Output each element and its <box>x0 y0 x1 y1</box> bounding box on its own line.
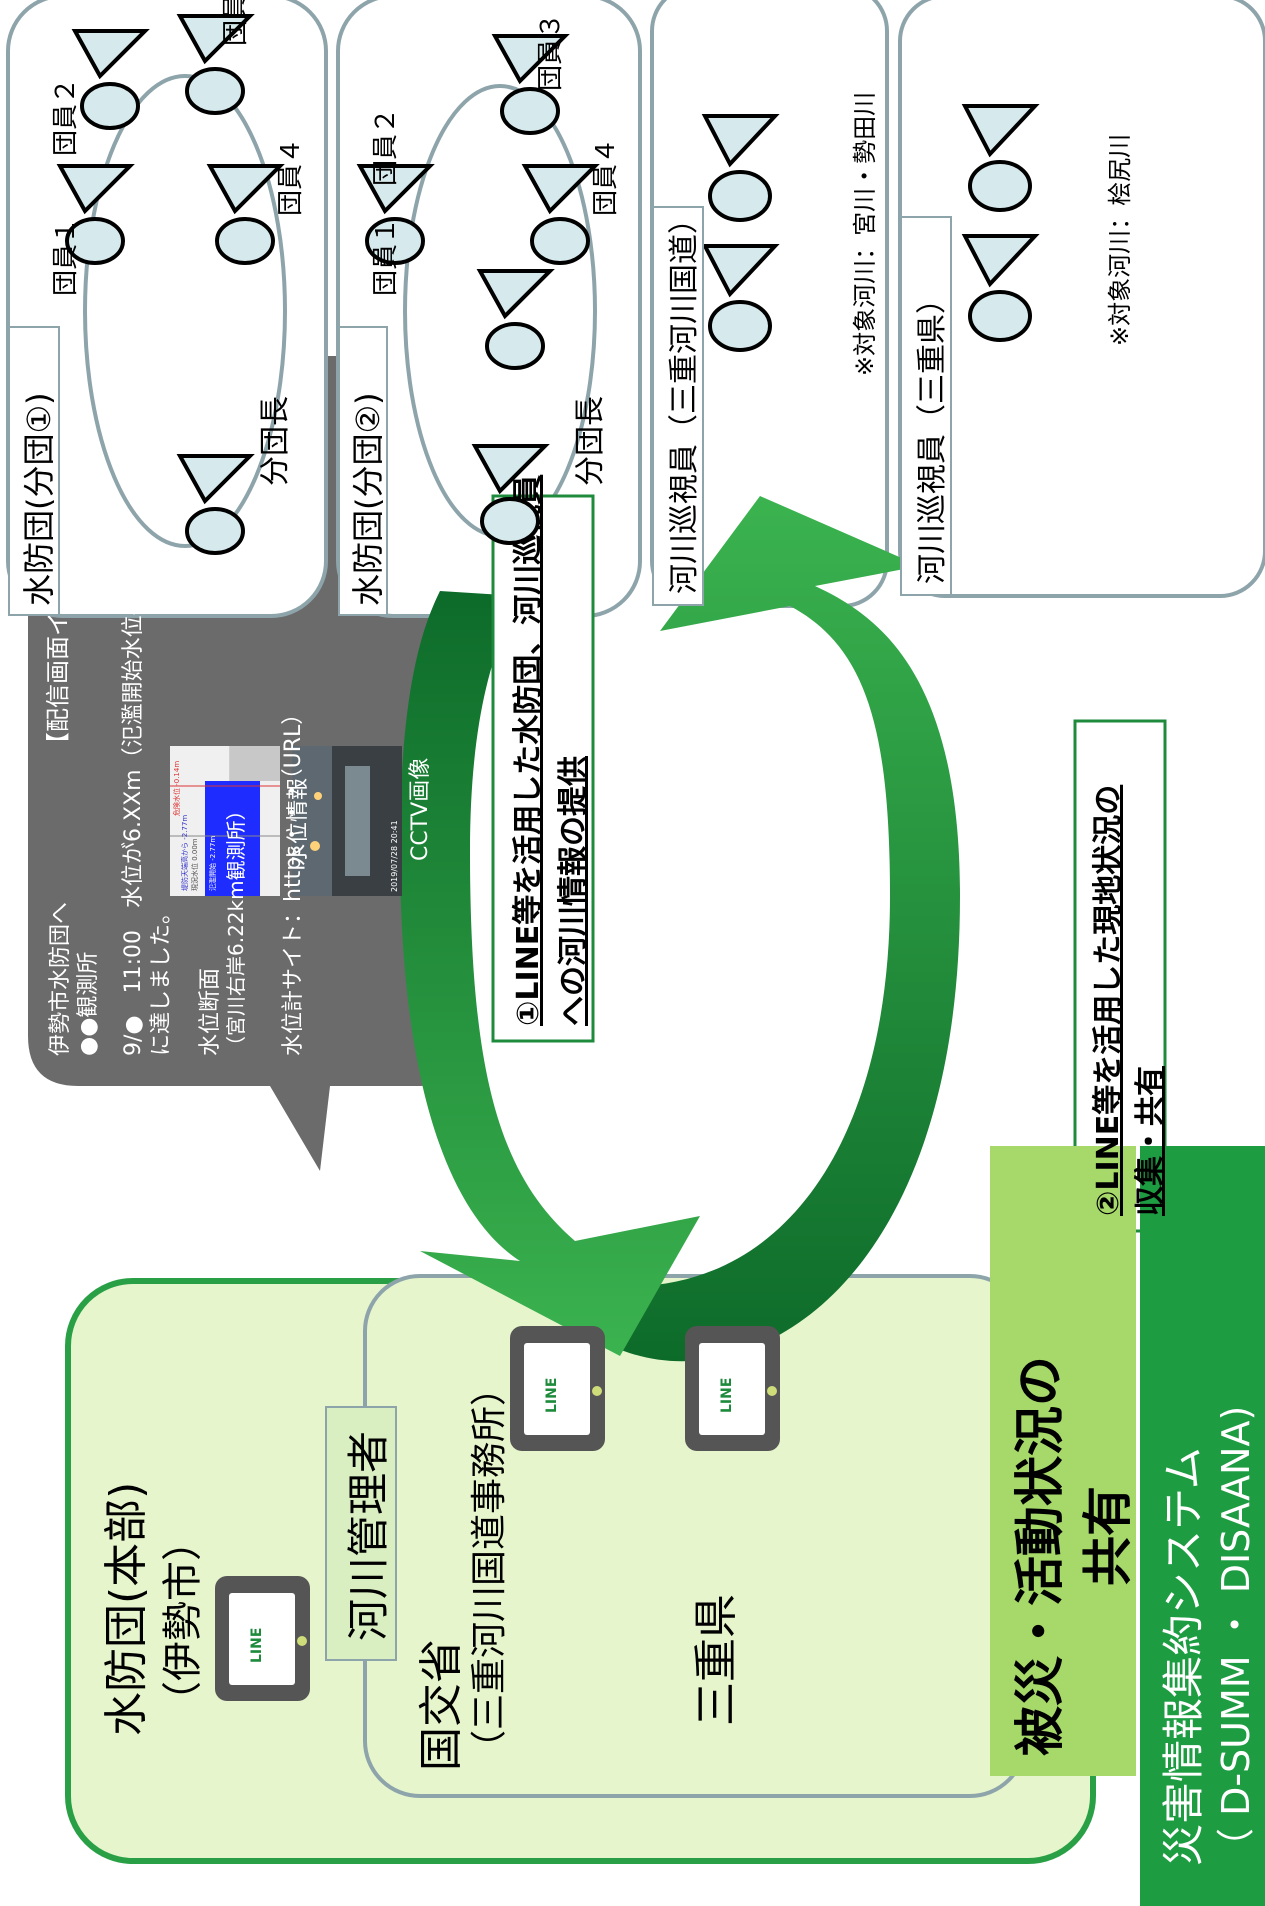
phone-hq: LINE <box>215 1576 310 1701</box>
group4-note: ※対象河川：桧尻川 <box>1106 133 1134 346</box>
kokkosho-office-label: （三重河川国道事務所） <box>469 1369 510 1766</box>
caption2-line1: ②LINE等を活用した現地状況の <box>1091 784 1126 1216</box>
mie-pref-label: 三重県 <box>691 1594 742 1726</box>
group1-title: 水防団(分団①) <box>20 392 58 606</box>
caption2-line2: 収集・共有 <box>1133 1066 1168 1216</box>
caption1-line2: への河川情報の提供 <box>556 756 591 1026</box>
bubble-line4: に達しました。 <box>149 901 174 1056</box>
cctv-thumbnail <box>292 746 402 896</box>
caption1-line1: ①LINE等を活用した水防団、河川巡視員 <box>511 474 546 1026</box>
system-label-line2: （ D-SUMM ・ DISAANA) <box>1214 1405 1258 1866</box>
bubble-line7: 水位計サイト：https・・・（URL） <box>281 702 306 1056</box>
group2-member2: 団員２ <box>371 107 401 186</box>
sharing-title-line2: 共有 <box>1079 1486 1137 1586</box>
hq-title: 水防団(本部) <box>101 1481 152 1736</box>
chart-label-flood: 氾濫開始 -2.77m <box>209 835 217 891</box>
phone-mie: LINE <box>685 1326 780 1451</box>
sharing-title-bg <box>990 1146 1136 1776</box>
water-level-thumbnail <box>170 746 280 896</box>
bubble-line2: ●●観測所 <box>76 951 101 1056</box>
line-app-icon: LINE <box>544 1377 560 1413</box>
hq-subtitle: （伊勢市） <box>160 1521 206 1721</box>
caption1-box <box>491 494 595 1043</box>
line-app-icon: LINE <box>249 1627 265 1663</box>
river-admin-label-text: 河川管理者 <box>344 1430 393 1641</box>
group-box-4 <box>898 0 1265 598</box>
system-label-bg <box>1140 1146 1265 1906</box>
cctv-timestamp: 2019/07/28 20:41 <box>390 820 399 892</box>
group4-title: 河川巡視員（三重県） <box>915 284 950 584</box>
group3-title: 河川巡視員（三重河川国道） <box>667 204 702 594</box>
group2-member4: 団員４ <box>591 137 621 216</box>
group1-leader: 分団長 <box>258 396 293 486</box>
chart-label-crest: 堤防天端高から -2.77m <box>181 814 189 891</box>
group1-member1: 団員１ <box>51 217 81 296</box>
chart-label-current: 現況水位 0.00m <box>191 838 199 891</box>
bubble-line6: （宮川右岸6.22km観測所） <box>224 800 248 1056</box>
chart-label-danger: 危険水位 -0.14m <box>173 760 181 816</box>
group3-note: ※対象河川：宮川・勢田川 <box>851 91 879 376</box>
group2-title: 水防団(分団②) <box>349 392 387 606</box>
system-label-line1: 災害情報集約システム <box>1159 1447 1208 1866</box>
group2-leader: 分団長 <box>573 396 608 486</box>
group1-member2: 団員２ <box>51 77 81 156</box>
phone-kokkosho: LINE <box>510 1326 605 1451</box>
arrow-downward <box>400 591 700 1356</box>
arrow-upward <box>612 496 960 1362</box>
group2-member3: 団員３ <box>536 12 566 91</box>
water-level-caption: 水位情報 <box>286 777 311 866</box>
group2-member1: 団員１ <box>371 217 401 296</box>
group1-member3: 団員３ <box>221 0 251 46</box>
cctv-caption: CCTV画像 <box>408 757 433 861</box>
line-app-icon: LINE <box>719 1377 735 1413</box>
group1-member4: 団員４ <box>276 137 306 216</box>
sharing-title-line1: 被災・活動状況の <box>1011 1356 1069 1756</box>
